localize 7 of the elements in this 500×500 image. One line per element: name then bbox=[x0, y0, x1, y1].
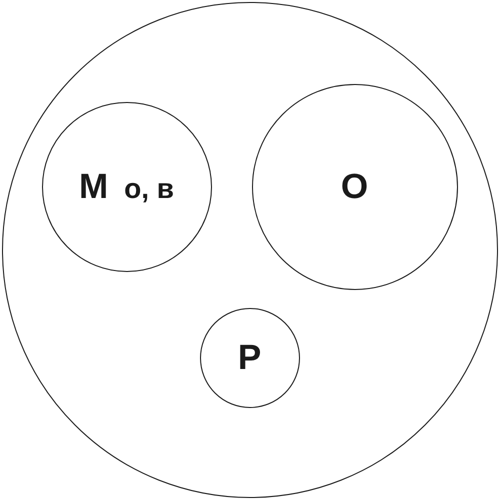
set-label: О bbox=[340, 169, 368, 204]
set-label: о, в bbox=[124, 175, 174, 203]
set-circle bbox=[42, 102, 212, 272]
set-label: М bbox=[78, 169, 108, 204]
set-label: Р bbox=[238, 340, 262, 375]
set-circle bbox=[252, 84, 458, 290]
set-circle bbox=[200, 308, 300, 408]
